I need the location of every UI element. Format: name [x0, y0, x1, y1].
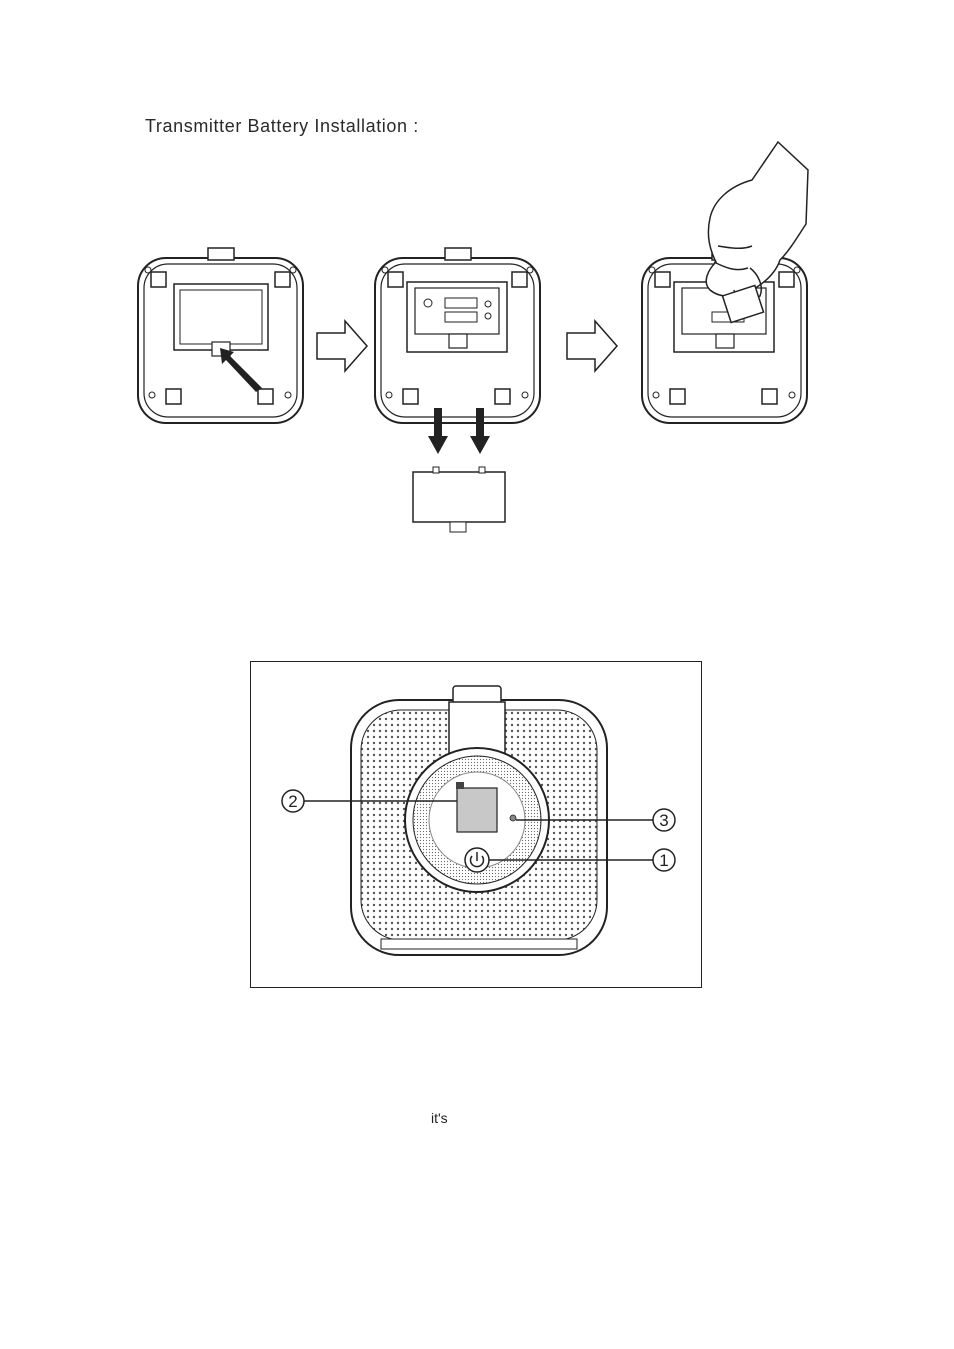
- callout-1-label: 1: [659, 851, 668, 870]
- arrow-right-2: [567, 321, 617, 371]
- battery-installation-illustration: [130, 140, 820, 540]
- callout-3-label: 3: [659, 811, 668, 830]
- arrow-right-1: [317, 321, 367, 371]
- unit-step-1: [138, 248, 303, 423]
- stray-text: it's: [431, 1110, 448, 1126]
- callout-2-label: 2: [288, 792, 297, 811]
- transmitter-front-diagram: 2 3 1: [250, 661, 702, 988]
- display-screen: [457, 788, 497, 832]
- section-heading: Transmitter Battery Installation :: [145, 116, 419, 137]
- battery-cover: [413, 467, 505, 532]
- unit-step-2: [375, 248, 540, 423]
- indicator-light: [510, 815, 516, 821]
